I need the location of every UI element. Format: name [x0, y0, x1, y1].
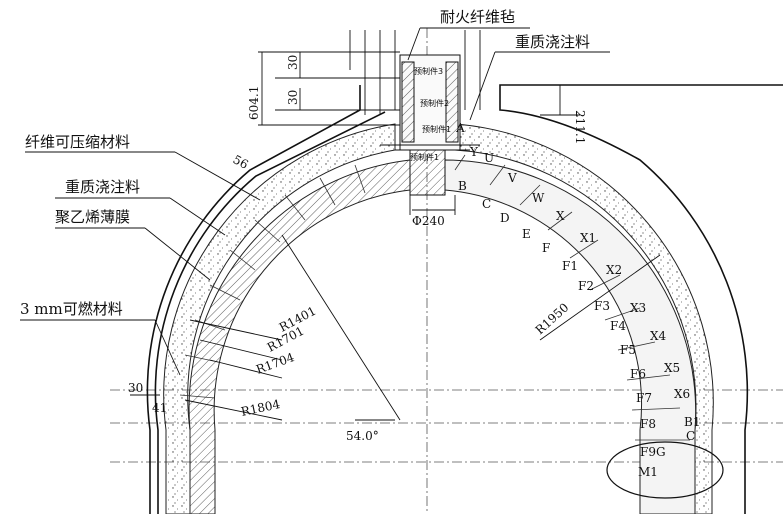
castable-layer-right: [454, 123, 714, 514]
radial-leaders: [130, 234, 661, 421]
dim-phi240: Φ240: [412, 214, 445, 228]
brick-label-f3: F3: [594, 299, 610, 313]
brick-label-f1: F1: [562, 259, 578, 273]
dim-56: 56: [231, 152, 251, 172]
precast-3: 预制件3: [414, 66, 443, 76]
label-heavy-castable-left: 重质浇注料: [65, 178, 140, 196]
label-callouts: [20, 27, 610, 376]
label-combustible: 3 mm可燃材料: [20, 300, 123, 318]
outer-shell: [146, 84, 783, 514]
brick-label-outer-b1: B1: [684, 415, 700, 429]
label-pe-film: 聚乙烯薄膜: [55, 208, 130, 226]
brick-joints: [179, 154, 690, 441]
precast-1b: 预制件1: [410, 152, 439, 162]
precast-a: A: [455, 121, 465, 135]
nozzle-assembly: [380, 54, 480, 196]
brick-label-outer-x2: X2: [606, 263, 622, 277]
radius-1704: R1704: [254, 350, 296, 377]
precast-1a: 预制件1: [422, 124, 451, 134]
dim-30-left: 30: [128, 381, 143, 395]
brick-label-f9g: F9G: [640, 445, 666, 459]
brick-label-b: B: [458, 179, 467, 193]
dim-30-a: 30: [286, 55, 300, 70]
dim-41: 41: [152, 401, 167, 415]
brick-label-outer-v: V: [507, 171, 517, 185]
angle-54: 54.0°: [346, 429, 379, 443]
brick-label-f6: F6: [630, 367, 646, 381]
brick-y: Y: [469, 145, 479, 159]
brick-label-c: C: [482, 197, 491, 211]
dim-211: 211.1: [573, 110, 587, 144]
brick-label-d: D: [500, 211, 510, 225]
brick-label-outer-c: C: [686, 429, 695, 443]
brick-label-outer-x4: X4: [650, 329, 667, 343]
precast-2: 预制件2: [420, 98, 449, 108]
label-heavy-castable-top: 重质浇注料: [515, 33, 590, 51]
dim-30-b: 30: [286, 90, 300, 105]
brick-label-f8: F8: [640, 417, 656, 431]
top-leaders: [258, 30, 580, 215]
brick-label-f2: F2: [578, 279, 594, 293]
brick-label-outer-x5: X5: [664, 361, 680, 375]
brick-label-outer-x6: X6: [674, 387, 690, 401]
label-fiber-compressible: 纤维可压缩材料: [25, 133, 130, 151]
brick-label-f4: F4: [610, 319, 626, 333]
brick-label-outer-u: U: [484, 151, 494, 165]
brick-label-f: F: [542, 241, 550, 255]
brick-label-e: E: [522, 227, 531, 241]
brick-label-outer-x1: X1: [580, 231, 596, 245]
castable-layer: [163, 123, 396, 514]
brick-label-outer-x3: X3: [630, 301, 646, 315]
brick-label-outer-x: X: [556, 209, 565, 223]
dim-604: 604.1: [247, 86, 261, 120]
label-fiber-felt: 耐火纤维毡: [440, 8, 515, 26]
brick-label-m1: M1: [638, 465, 658, 479]
brick-label-outer-w: W: [532, 191, 545, 205]
brick-label-f5: F5: [620, 343, 636, 357]
detail-ellipse: [606, 441, 724, 499]
brick-label-f7: F7: [636, 391, 652, 405]
